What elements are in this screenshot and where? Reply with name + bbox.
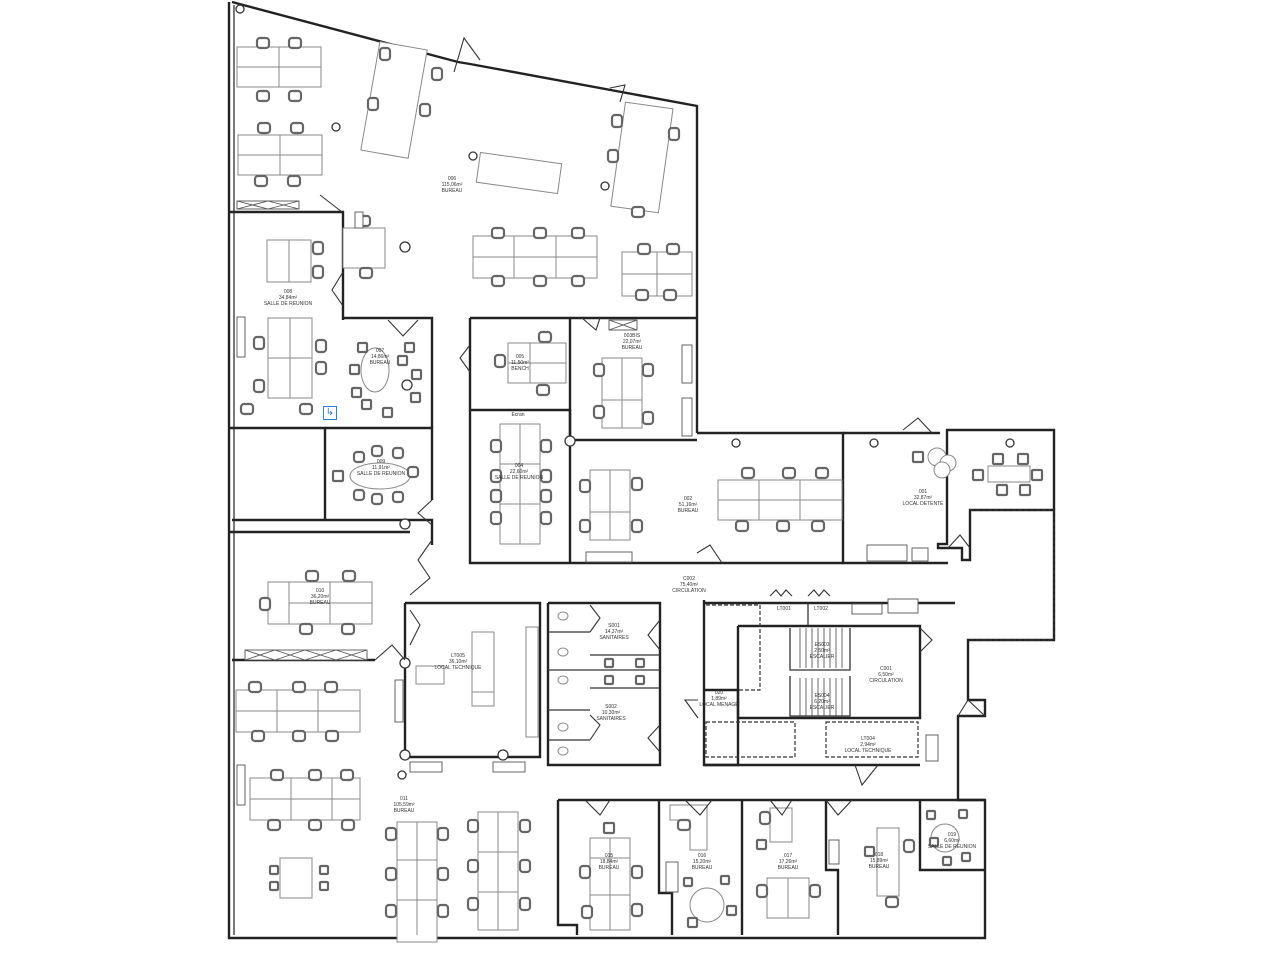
- annotation-label: Ecran: [511, 412, 524, 418]
- furniture-chairs: [239, 36, 1044, 929]
- interior-walls: [229, 210, 985, 935]
- location-pin-icon[interactable]: ↳: [323, 406, 337, 420]
- stair-treads: [799, 628, 843, 716]
- sanitary-fixtures: [557, 611, 646, 756]
- storage-cabinets: [236, 200, 939, 893]
- room-label-lt002: LT002: [814, 606, 828, 612]
- columns: [235, 4, 1015, 780]
- furniture-desks: [235, 41, 1031, 943]
- room-label-lt001: LT001: [777, 606, 791, 612]
- door-swings: [319, 36, 986, 816]
